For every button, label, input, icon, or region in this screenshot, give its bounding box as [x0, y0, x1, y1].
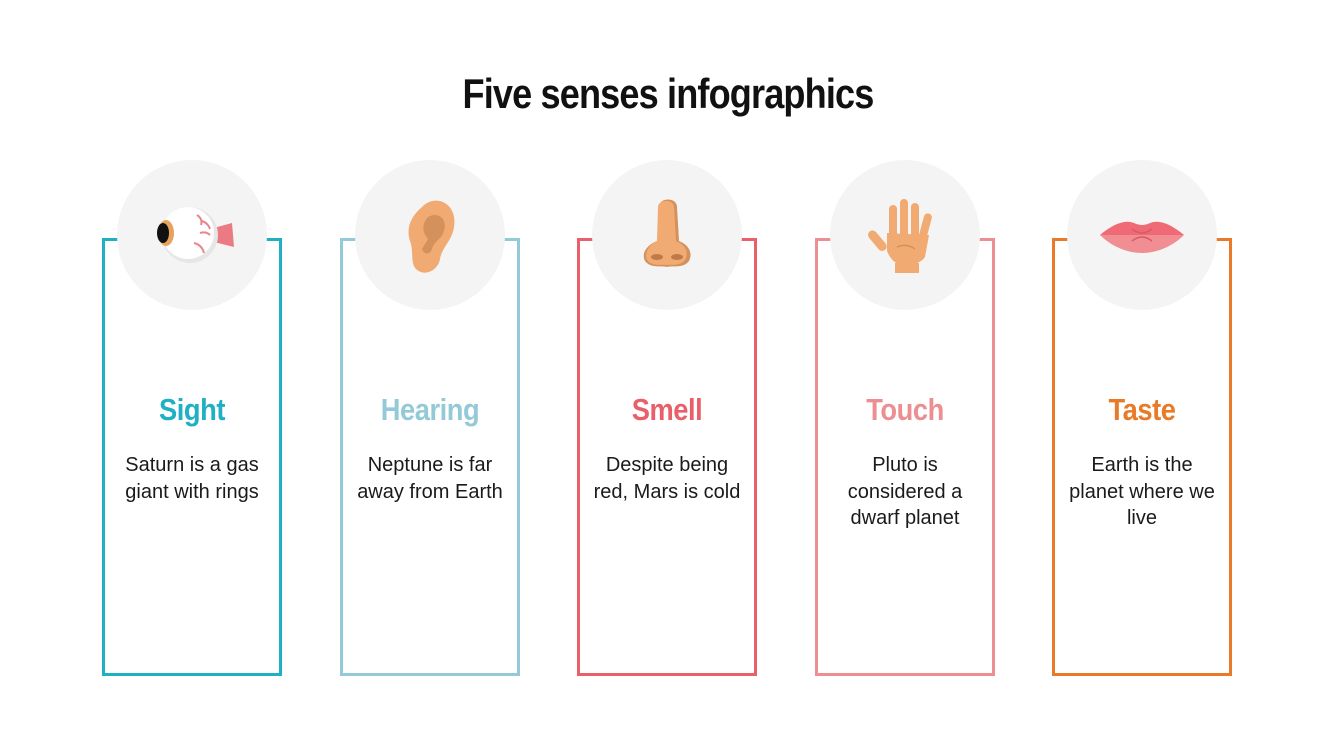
icon-circle: [1067, 160, 1217, 310]
sense-description: Pluto is considered a dwarf planet: [847, 454, 963, 529]
eye-icon: [157, 207, 234, 263]
icon-circle: [830, 160, 980, 310]
card-smell: Smell Despite being red, Mars is cold: [577, 160, 757, 676]
sense-description: Despite being red, Mars is cold: [593, 454, 741, 503]
card-touch: Touch Pluto is considered a dwarf planet: [815, 160, 995, 676]
sense-label: Sight: [159, 392, 225, 427]
hand-icon: [868, 199, 932, 273]
icon-circle: [117, 160, 267, 310]
sense-label: Touch: [866, 392, 944, 427]
sense-description: Neptune is far away from Earth: [357, 454, 503, 503]
icon-circle: [355, 160, 505, 310]
ear-icon: [408, 200, 455, 273]
card-taste: Taste Earth is the planet where we live: [1052, 160, 1232, 676]
sense-label: Smell: [631, 392, 703, 427]
sense-description: Earth is the planet where we live: [1069, 454, 1215, 529]
sense-label: Hearing: [380, 392, 480, 427]
icon-circle: [592, 160, 742, 310]
sense-label: Taste: [1108, 392, 1176, 427]
card-sight: Sight Saturn is a gas giant with rings: [102, 160, 282, 676]
page-title: Five senses infographics: [462, 70, 875, 117]
card-hearing: Hearing Neptune is far away from Earth: [340, 160, 520, 676]
sense-description: Saturn is a gas giant with rings: [125, 454, 259, 503]
lips-icon: [1100, 221, 1184, 253]
nose-icon: [643, 199, 691, 267]
